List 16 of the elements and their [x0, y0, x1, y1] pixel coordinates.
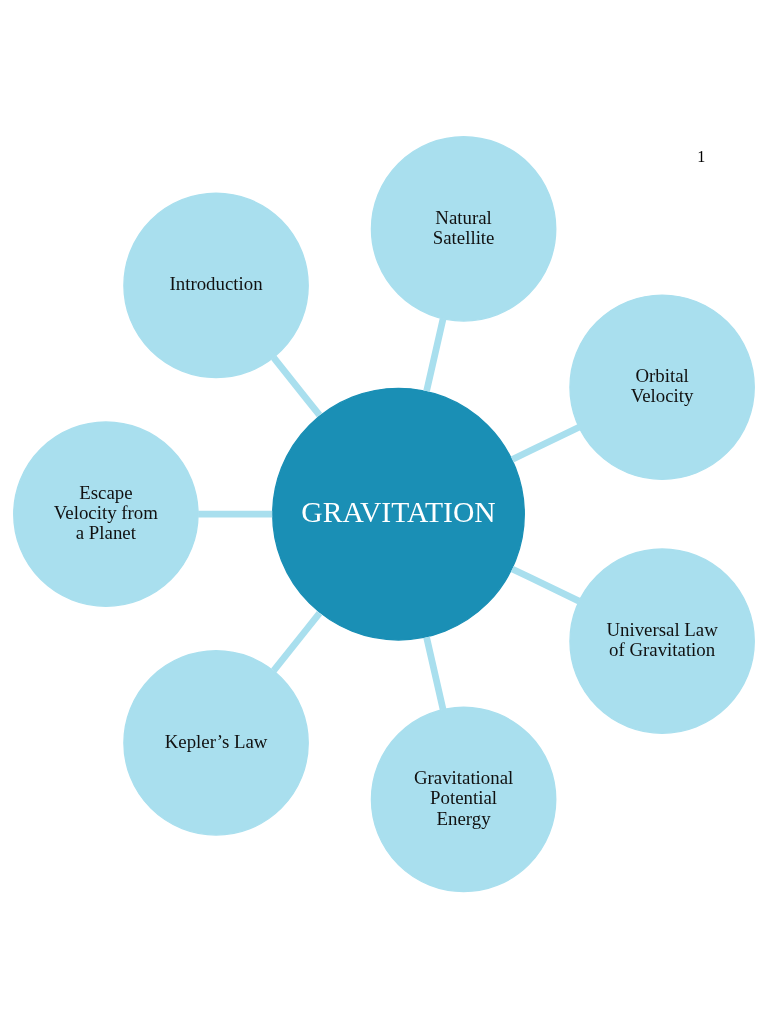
connector [510, 565, 581, 604]
node-circle: GRAVITATION [272, 387, 525, 641]
node-circle: Kepler’s Law [123, 649, 309, 836]
connector [510, 423, 581, 462]
node-circle: Natural Satellite [370, 135, 557, 322]
connector [423, 636, 447, 710]
node-circle: Introduction [123, 192, 309, 378]
connector [271, 610, 323, 673]
node-circle: Gravitational Potential Energy [370, 706, 557, 892]
connector [271, 355, 323, 417]
connector [198, 510, 273, 518]
connector [423, 317, 447, 392]
node-circle: Orbital Velocity [569, 293, 755, 480]
node-circle: Escape Velocity from a Planet [13, 420, 199, 607]
node-circle: Universal Law of Gravitation [569, 547, 755, 734]
label: 1 [697, 147, 706, 165]
